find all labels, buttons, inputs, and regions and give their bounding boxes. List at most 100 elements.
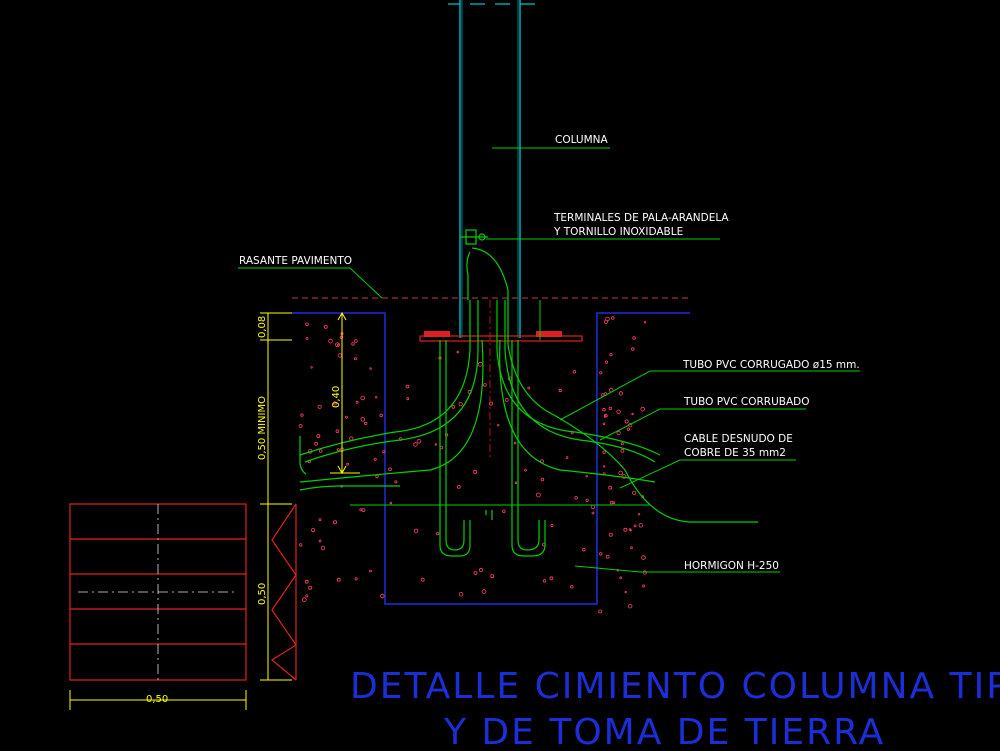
concrete-dot — [304, 579, 309, 584]
concrete-dot — [536, 492, 541, 498]
concrete-dot — [305, 337, 309, 340]
concrete-dot — [456, 350, 460, 354]
concrete-dot — [318, 539, 322, 543]
concrete-dot — [382, 450, 386, 454]
concrete-dot — [611, 316, 615, 320]
concrete-dot — [336, 577, 341, 582]
concrete-dot — [631, 412, 634, 416]
concrete-dot — [405, 384, 410, 389]
anchor-bolts — [439, 340, 546, 557]
concrete-dot — [394, 480, 398, 484]
concrete-dot — [527, 386, 531, 390]
concrete-dot — [317, 404, 322, 409]
label-tubo-pvc-corrubado: TUBO PVC CORRUBADO — [683, 396, 810, 408]
concrete-dot — [624, 590, 627, 594]
concrete-dot — [310, 366, 313, 369]
concrete-dot — [497, 424, 500, 427]
concrete-dot — [632, 336, 636, 340]
concrete-dot — [335, 342, 340, 348]
concrete-dot — [354, 577, 358, 581]
concrete-dot — [630, 546, 633, 549]
concrete-dot — [364, 421, 368, 426]
concrete-dot — [642, 584, 646, 588]
concrete-dot — [572, 370, 577, 374]
concrete-dot — [373, 457, 377, 461]
concrete-dot — [558, 388, 562, 393]
concrete-dot — [638, 523, 643, 528]
concrete-dot — [540, 477, 545, 482]
concrete-dot — [609, 500, 614, 505]
concrete-dot — [369, 569, 373, 573]
concrete-dot — [481, 589, 487, 594]
concrete-dot — [565, 456, 569, 459]
concrete-dot — [361, 508, 366, 513]
concrete-dot — [353, 357, 357, 361]
concrete-dot — [574, 496, 578, 500]
concrete-dot — [298, 423, 303, 428]
concrete-dot — [488, 401, 493, 406]
concrete-dot — [602, 422, 606, 426]
terminal-bolt — [460, 229, 488, 245]
label-terminales-2: Y TORNILLO INOXIDABLE — [553, 226, 683, 238]
concrete-dot — [633, 524, 637, 528]
concrete-dot — [337, 353, 343, 358]
concrete-dot — [612, 501, 616, 505]
concrete-dot — [328, 338, 333, 344]
concrete-dot — [624, 419, 629, 424]
concrete-dot — [631, 490, 637, 495]
dim-050-lower: 0,50 — [257, 583, 268, 605]
concrete-dot — [320, 545, 326, 551]
concrete-dot — [616, 430, 621, 436]
concrete-dot — [608, 485, 613, 490]
concrete-dot — [549, 576, 554, 581]
concrete-dot — [514, 481, 518, 485]
concrete-dot — [436, 532, 440, 536]
concrete-dot — [604, 360, 609, 364]
concrete-dot — [478, 567, 484, 573]
concrete-dot — [599, 371, 603, 375]
concrete-dot — [608, 532, 613, 537]
concrete-dot — [542, 579, 547, 583]
concrete-dot — [628, 528, 632, 531]
soil-cut-zigzag — [270, 503, 297, 681]
concrete-dot — [585, 498, 589, 502]
concrete-dot — [621, 474, 627, 479]
concrete-dot — [641, 555, 646, 560]
concrete-dot — [524, 468, 527, 472]
concrete-dot — [360, 395, 366, 401]
concrete-dot — [602, 450, 606, 454]
concrete-dot — [388, 467, 392, 472]
concrete-dot — [311, 528, 316, 533]
concrete-dot — [591, 511, 595, 515]
dim-050-minimo: 0,50 MINIMO — [257, 396, 268, 460]
concrete-dot — [379, 413, 383, 418]
concrete-dot — [314, 441, 319, 446]
label-tubo-pvc-15: TUBO PVC CORRUGADO ø15 mm. — [682, 359, 860, 371]
dim-040: 0,40 — [331, 386, 342, 408]
concrete-dot — [631, 347, 635, 351]
concrete-dot — [608, 406, 612, 411]
concrete-dot — [355, 400, 359, 404]
label-rasante: RASANTE PAVIMENTO — [239, 255, 352, 267]
concrete-dot — [585, 475, 588, 478]
concrete-dot — [473, 469, 478, 474]
concrete-dot — [458, 401, 463, 407]
concrete-dot — [434, 443, 438, 446]
concrete-dot — [582, 548, 586, 552]
concrete-dot — [602, 407, 606, 412]
concrete-dot — [332, 401, 337, 406]
concrete-dot — [406, 397, 410, 401]
excavation-outline — [292, 312, 690, 605]
concrete-dot — [299, 543, 303, 547]
concrete-dot — [640, 406, 645, 412]
concrete-dot — [570, 585, 574, 589]
concrete-dot — [456, 484, 461, 489]
concrete-dot — [375, 396, 378, 399]
label-terminales-1: TERMINALES DE PALA-ARANDELA — [553, 212, 729, 224]
concrete-dot — [413, 442, 418, 447]
concrete-dot — [590, 504, 596, 510]
concrete-dot — [369, 367, 372, 370]
concrete-dot — [490, 574, 495, 579]
title-line-1: DETALLE CIMIENTO COLUMNA TIPO — [350, 666, 1000, 707]
